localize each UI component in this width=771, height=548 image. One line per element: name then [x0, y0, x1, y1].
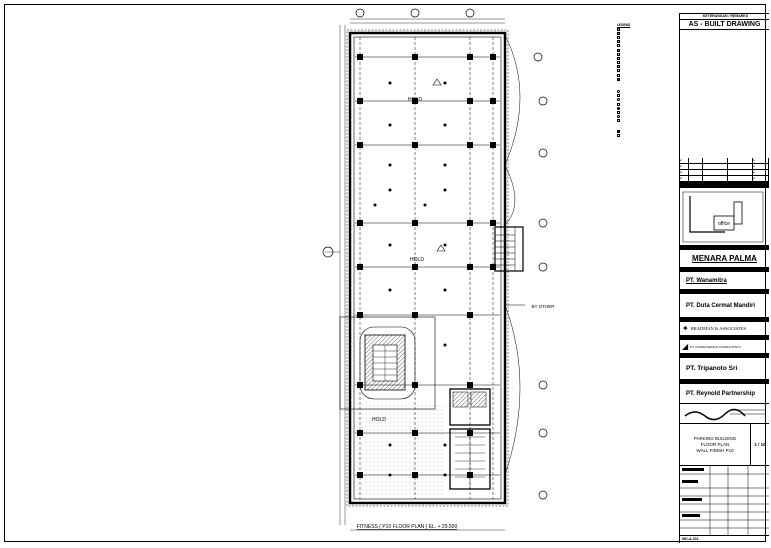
building-outline — [346, 29, 509, 507]
room-label-hold-2: HOLD — [410, 257, 424, 263]
legend-symbol — [617, 94, 677, 98]
consultant-2-logo-icon: ◢ — [682, 342, 689, 351]
key-plan: office — [680, 188, 769, 246]
revision-area: ●● ●● ●● ●● — [680, 30, 769, 188]
legend-swatch — [617, 44, 677, 48]
drawing-title-line-1: PARKING BUILDING — [693, 435, 737, 441]
signature-strip — [680, 404, 769, 424]
drawing-title-line-2: FLOOR PLAN — [700, 441, 730, 447]
revision-table: ●● ●● ●● ●● — [680, 158, 769, 187]
legend-swatch — [617, 56, 677, 60]
signature-scribble — [684, 408, 766, 421]
legend-swatch — [617, 69, 677, 73]
consultant-2-name: PT. KOREA DESIGN CONSULTANTS — [690, 344, 741, 349]
info-grid — [680, 466, 769, 536]
room-label-hold-1: HOLD — [408, 97, 422, 103]
drawing-title-block: PARKING BUILDING FLOOR PLAN WALL FINISH … — [680, 424, 769, 466]
legend-swatch — [617, 27, 677, 31]
key-plan-drawing: office — [682, 191, 764, 243]
divider-bar — [680, 354, 769, 358]
consultant-3: PT. Tripanoto Sri — [680, 358, 769, 380]
consultant-1-name: BRADMAN & ASSOCIATES — [690, 326, 746, 331]
drawing-sheet: HOLD HOLD HOLD BY OTHER FITNESS ( P10 FL… — [4, 4, 769, 543]
key-plan-label: office — [718, 221, 730, 227]
consultant-2: ◢ PT. KOREA DESIGN CONSULTANTS — [680, 340, 769, 354]
drawing-number-row: WD-A-231 — [680, 536, 769, 543]
contractor-name: PT. Duta Cermat Mandiri — [680, 294, 769, 318]
legend-symbol — [617, 98, 677, 102]
floor-finish-area — [355, 405, 445, 495]
central-core — [339, 316, 436, 410]
drawing-status: AS - BUILT DRAWING — [680, 20, 769, 30]
legend-swatch — [617, 65, 677, 69]
remarks-header: KETERANGAN / REMARKS — [680, 13, 769, 20]
level-markers — [432, 78, 446, 252]
legend-swatch — [617, 35, 677, 39]
legend-swatch — [617, 40, 677, 44]
divider-bar — [680, 290, 769, 294]
drawing-title: PARKING BUILDING FLOOR PLAN WALL FINISH … — [680, 424, 751, 465]
owner-name: PT. Wanamitra — [680, 272, 769, 290]
legend-symbol — [617, 119, 677, 123]
legend-symbol — [617, 129, 677, 133]
lower-cores — [449, 388, 491, 490]
legend-symbol — [617, 102, 677, 106]
legend-symbol — [617, 110, 677, 114]
tag-by-other: BY OTHER — [532, 304, 556, 309]
legend: LEGEND — [617, 23, 677, 137]
site-boundary-curves — [504, 34, 525, 476]
consultant-1-logo-icon: ✦ — [682, 324, 689, 333]
legend-symbol — [617, 115, 677, 119]
info-grid-lines — [680, 466, 769, 535]
divider-bar — [680, 246, 769, 250]
plan-caption: FITNESS ( P10 FLOOR PLAN ) EL. + 29.500 — [357, 524, 458, 530]
room-label-hold-3: HOLD — [372, 417, 386, 423]
project-name: MENARA PALMA — [680, 250, 769, 268]
legend-swatch — [617, 73, 677, 77]
title-block: KETERANGAN / REMARKS AS - BUILT DRAWING … — [679, 13, 769, 543]
legend-swatch — [617, 61, 677, 65]
floor-plan: HOLD HOLD HOLD BY OTHER FITNESS ( P10 FL… — [322, 8, 556, 531]
grid-bubbles-top — [322, 8, 548, 500]
dimension-lines — [325, 18, 505, 531]
divider-bar — [680, 318, 769, 322]
legend-swatch — [617, 31, 677, 35]
consultant-4: PT. Reynold Partnership — [680, 384, 769, 404]
divider-bar — [680, 268, 769, 272]
legend-swatch — [617, 52, 677, 56]
stair-core-upper — [494, 226, 524, 272]
drawing-number: WD-A-231 — [682, 537, 699, 541]
legend-symbol — [617, 89, 677, 94]
legend-swatch — [617, 48, 677, 52]
legend-swatch — [617, 77, 677, 81]
divider-bar — [680, 380, 769, 384]
drawing-scale: 1 / 10 — [754, 442, 766, 447]
legend-title: LEGEND — [617, 23, 631, 27]
drawing-title-line-3: WALL FINISH P10 — [696, 447, 734, 453]
legend-symbol — [617, 133, 677, 137]
divider-bar — [680, 336, 769, 340]
legend-symbol — [617, 106, 677, 110]
consultant-1: ✦ BRADMAN & ASSOCIATES — [680, 322, 769, 336]
